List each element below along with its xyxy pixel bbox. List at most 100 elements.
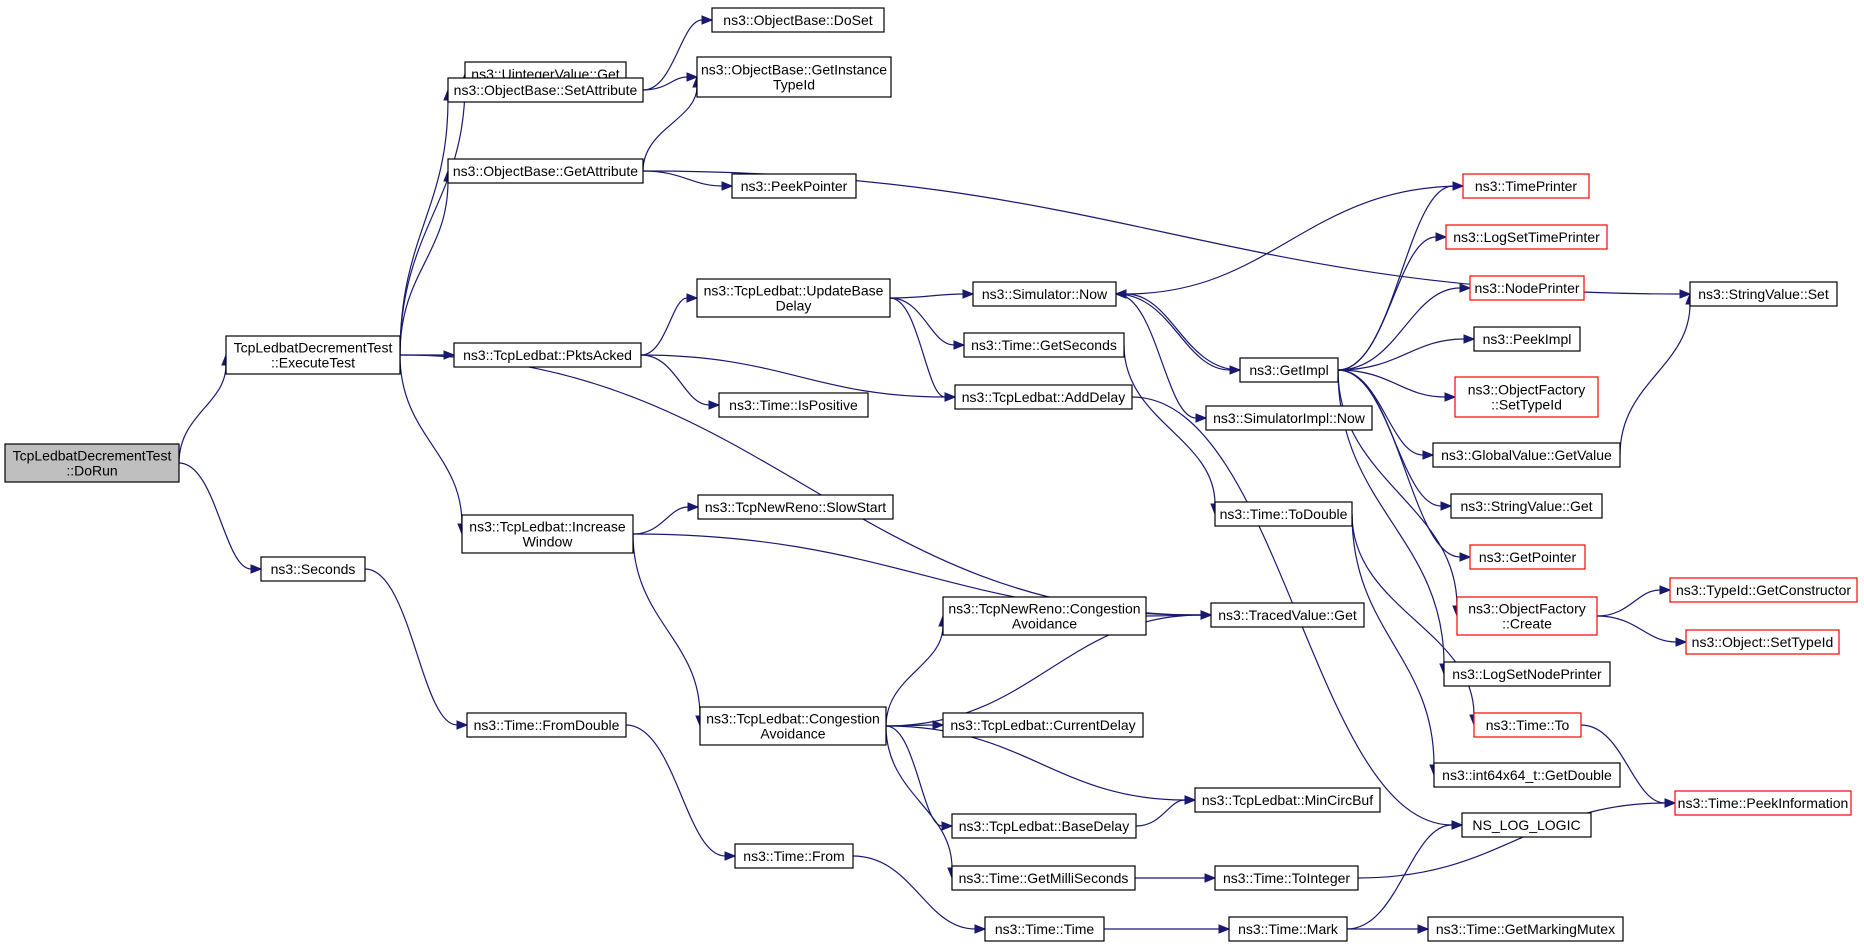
function-node-tointeger[interactable]: ns3::Time::ToInteger [1214, 865, 1359, 891]
function-node-seconds[interactable]: ns3::Seconds [260, 556, 366, 582]
function-node-gv_getvalue[interactable]: ns3::GlobalValue::GetValue [1432, 442, 1621, 468]
node-box [1427, 916, 1624, 942]
function-node-doset[interactable]: ns3::ObjectBase::DoSet [711, 7, 885, 33]
call-edge-basedelay-to-mincircbuf [1135, 795, 1197, 827]
call-edge-getimpl-to-of_settypeid [1337, 369, 1457, 402]
node-box [696, 278, 891, 318]
call-edge-getimpl-to-sim_now [1114, 289, 1241, 371]
node-box [1689, 281, 1838, 307]
function-node-tracedvalue_get[interactable]: ns3::TracedValue::Get [1210, 602, 1365, 628]
node-box [731, 173, 857, 199]
function-node-of_create[interactable]: ns3::ObjectFactory::Create [1456, 596, 1598, 636]
node-label: ns3::LogSetNodePrinter [1452, 666, 1602, 682]
node-label: ns3::TcpLedbat::CurrentDelay [950, 717, 1135, 733]
function-node-todouble[interactable]: ns3::Time::ToDouble [1214, 501, 1353, 527]
function-node-getconstructor[interactable]: ns3::TypeId::GetConstructor [1669, 577, 1858, 603]
node-box [1469, 275, 1585, 301]
node-label: ns3::Time::Mark [1238, 921, 1339, 937]
function-node-pktsacked[interactable]: ns3::TcpLedbat::PktsAcked [453, 342, 642, 368]
node-box [260, 556, 366, 582]
function-node-basedelay[interactable]: ns3::TcpLedbat::BaseDelay [951, 813, 1137, 839]
call-edge-mark-to-getmarkingmutex [1347, 924, 1430, 934]
call-edge-getimpl-to-nodeprinter [1337, 283, 1472, 371]
function-node-executetest[interactable]: TcpLedbatDecrementTest::ExecuteTest [225, 335, 401, 375]
call-edge-sim_now-to-getimpl [1115, 293, 1242, 375]
function-node-nodeprinter[interactable]: ns3::NodePrinter [1469, 275, 1585, 301]
node-label: ns3::ObjectFactory [1468, 382, 1586, 398]
node-label: ::SetTypeId [1491, 397, 1562, 413]
call-edge-updatebasedelay-to-adddelay [889, 297, 957, 402]
call-edge-time_from-to-time_time [852, 855, 987, 934]
function-node-peekpointer[interactable]: ns3::PeekPointer [731, 173, 857, 199]
node-label: ns3::Time::ToDouble [1220, 506, 1348, 522]
call-edge-updatebasedelay-to-sim_now [889, 289, 975, 299]
node-box [1433, 762, 1621, 788]
node-label: ::Create [1502, 616, 1552, 632]
function-node-time_time[interactable]: ns3::Time::Time [984, 916, 1105, 942]
function-node-peekimpl[interactable]: ns3::PeekImpl [1473, 326, 1581, 352]
function-node-ns_log_logic[interactable]: NS_LOG_LOGIC [1461, 812, 1592, 838]
node-box [718, 392, 869, 418]
function-node-slowstart[interactable]: ns3::TcpNewReno::SlowStart [697, 494, 894, 520]
function-node-getdouble[interactable]: ns3::int64x64_t::GetDouble [1433, 762, 1621, 788]
node-box [1443, 661, 1611, 687]
function-node-stringvalue_get[interactable]: ns3::StringValue::Get [1450, 493, 1603, 519]
node-label: ns3::Object::SetTypeId [1692, 634, 1834, 650]
call-edge-pktsacked-to-ispositive [640, 354, 721, 410]
node-box [697, 494, 894, 520]
node-label: NS_LOG_LOGIC [1472, 817, 1580, 833]
node-box [954, 384, 1133, 410]
function-node-getmilliseconds[interactable]: ns3::Time::GetMilliSeconds [951, 865, 1136, 891]
node-label: ns3::TracedValue::Get [1218, 607, 1357, 623]
function-node-getseconds[interactable]: ns3::Time::GetSeconds [963, 332, 1125, 358]
node-label: ns3::Time::ToInteger [1223, 870, 1350, 886]
function-node-peekinformation[interactable]: ns3::Time::PeekInformation [1674, 790, 1852, 816]
node-label: ns3::TcpNewReno::Congestion [948, 601, 1140, 617]
node-box [951, 813, 1137, 839]
call-edge-increasewindow-to-slowstart [632, 502, 700, 535]
node-box [1461, 812, 1592, 838]
function-node-object_settypeid[interactable]: ns3::Object::SetTypeId [1685, 629, 1840, 655]
function-node-sim_now[interactable]: ns3::Simulator::Now [972, 281, 1117, 307]
node-box [1214, 865, 1359, 891]
call-edge-executetest-to-setattribute [399, 88, 453, 356]
node-label: ns3::Time::To [1486, 717, 1570, 733]
function-node-getattribute[interactable]: ns3::ObjectBase::GetAttribute [447, 158, 644, 184]
function-node-logsetnodeprinter[interactable]: ns3::LogSetNodePrinter [1443, 661, 1611, 687]
function-node-ispositive[interactable]: ns3::Time::IsPositive [718, 392, 869, 418]
function-node-dorun[interactable]: TcpLedbatDecrementTest::DoRun [4, 443, 180, 483]
function-node-stringvalue_set[interactable]: ns3::StringValue::Set [1689, 281, 1838, 307]
function-nodes: TcpLedbatDecrementTest::DoRun TcpLedbatDe… [4, 7, 1858, 942]
function-node-mark[interactable]: ns3::Time::Mark [1228, 916, 1348, 942]
function-node-getimpl[interactable]: ns3::GetImpl [1239, 357, 1339, 383]
call-edge-timeprinter-to-sim_now [1114, 185, 1464, 299]
function-node-timeprinter[interactable]: ns3::TimePrinter [1462, 173, 1590, 199]
function-node-getmarkingmutex[interactable]: ns3::Time::GetMarkingMutex [1427, 916, 1624, 942]
function-node-adddelay[interactable]: ns3::TcpLedbat::AddDelay [954, 384, 1133, 410]
function-node-setattribute[interactable]: ns3::ObjectBase::SetAttribute [447, 77, 644, 103]
function-node-of_settypeid[interactable]: ns3::ObjectFactory::SetTypeId [1454, 376, 1599, 418]
function-node-time_to[interactable]: ns3::Time::To [1473, 712, 1582, 738]
node-label: ns3::TcpNewReno::SlowStart [705, 499, 886, 515]
call-edge-executetest-to-uint_get [399, 72, 470, 356]
node-box [466, 712, 627, 738]
node-label: ns3::TimePrinter [1475, 178, 1578, 194]
node-label: ns3::Time::Time [995, 921, 1095, 937]
function-node-time_from[interactable]: ns3::Time::From [734, 843, 854, 869]
node-label: ::ExecuteTest [271, 355, 355, 371]
function-node-currentdelay[interactable]: ns3::TcpLedbat::CurrentDelay [942, 712, 1144, 738]
node-label: ns3::PeekPointer [741, 178, 848, 194]
function-node-getpointer[interactable]: ns3::GetPointer [1469, 544, 1586, 570]
function-node-mincircbuf[interactable]: ns3::TcpLedbat::MinCircBuf [1194, 787, 1381, 813]
function-node-logsettimeprinter[interactable]: ns3::LogSetTimePrinter [1445, 224, 1608, 250]
function-node-fromdouble[interactable]: ns3::Time::FromDouble [466, 712, 627, 738]
node-box [1473, 712, 1582, 738]
call-edge-increasewindow-to-ledbat_ca [632, 533, 705, 728]
function-node-simimpl_now[interactable]: ns3::SimulatorImpl::Now [1205, 405, 1373, 431]
node-label: ns3::GlobalValue::GetValue [1441, 447, 1612, 463]
